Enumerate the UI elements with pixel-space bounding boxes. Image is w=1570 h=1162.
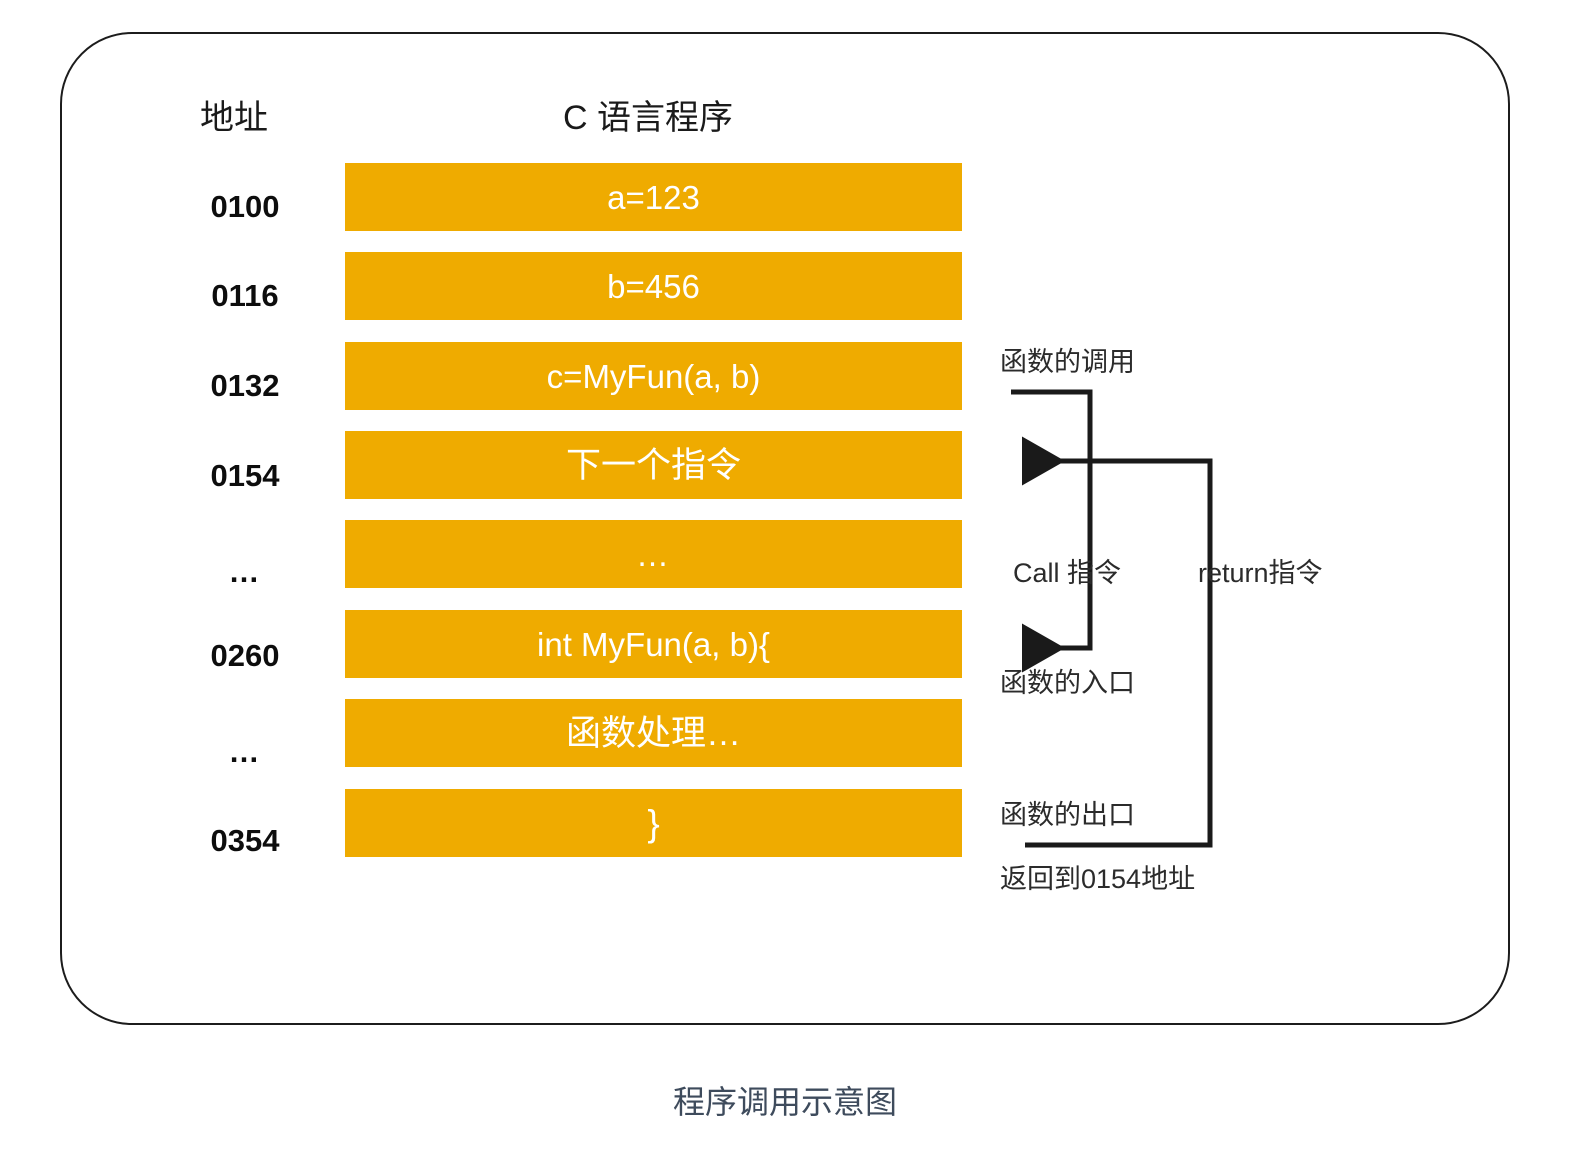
instruction-bar-0116: b=456	[345, 252, 962, 320]
annotation-function-exit: 函数的出口	[1000, 800, 1135, 830]
instruction-bar-0100: a=123	[345, 163, 962, 231]
instruction-bar-0154: 下一个指令	[345, 431, 962, 499]
instruction-bar-0354: }	[345, 789, 962, 857]
address-column-header: 地址	[200, 99, 268, 137]
address-label-0260: 0260	[210, 638, 280, 673]
address-label-0116: 0116	[211, 278, 279, 313]
instruction-text: 函数处理…	[565, 713, 741, 753]
address-label-ellipsis-1: …	[228, 554, 262, 589]
address-label-0154: 0154	[210, 458, 280, 493]
instruction-text: }	[647, 802, 660, 844]
instruction-bar-0260: int MyFun(a, b){	[345, 610, 962, 678]
annotation-call-instruction: Call 指令	[1013, 558, 1122, 588]
instruction-bar-ellipsis-1: …	[345, 520, 962, 588]
instruction-text: int MyFun(a, b){	[537, 625, 770, 663]
annotation-function-entry: 函数的入口	[1000, 668, 1135, 698]
annotation-return-target: 返回到0154地址	[1000, 864, 1196, 894]
instruction-text: 下一个指令	[565, 445, 741, 485]
address-label-0100: 0100	[210, 189, 280, 224]
program-column-header: C 语言程序	[563, 99, 733, 137]
instruction-text: …	[636, 535, 671, 573]
instruction-text: a=123	[607, 178, 700, 216]
instruction-text: c=MyFun(a, b)	[546, 357, 761, 395]
annotation-function-call: 函数的调用	[1000, 347, 1135, 377]
address-label-0132: 0132	[210, 368, 280, 403]
annotation-return-instruction: return指令	[1198, 558, 1323, 588]
address-label-ellipsis-2: …	[228, 734, 262, 769]
address-label-0354: 0354	[210, 823, 280, 858]
figure-caption: 程序调用示意图	[672, 1084, 897, 1120]
instruction-text: b=456	[607, 267, 700, 305]
instruction-bar-0132: c=MyFun(a, b)	[345, 342, 962, 410]
instruction-bar-function-body: 函数处理…	[345, 699, 962, 767]
